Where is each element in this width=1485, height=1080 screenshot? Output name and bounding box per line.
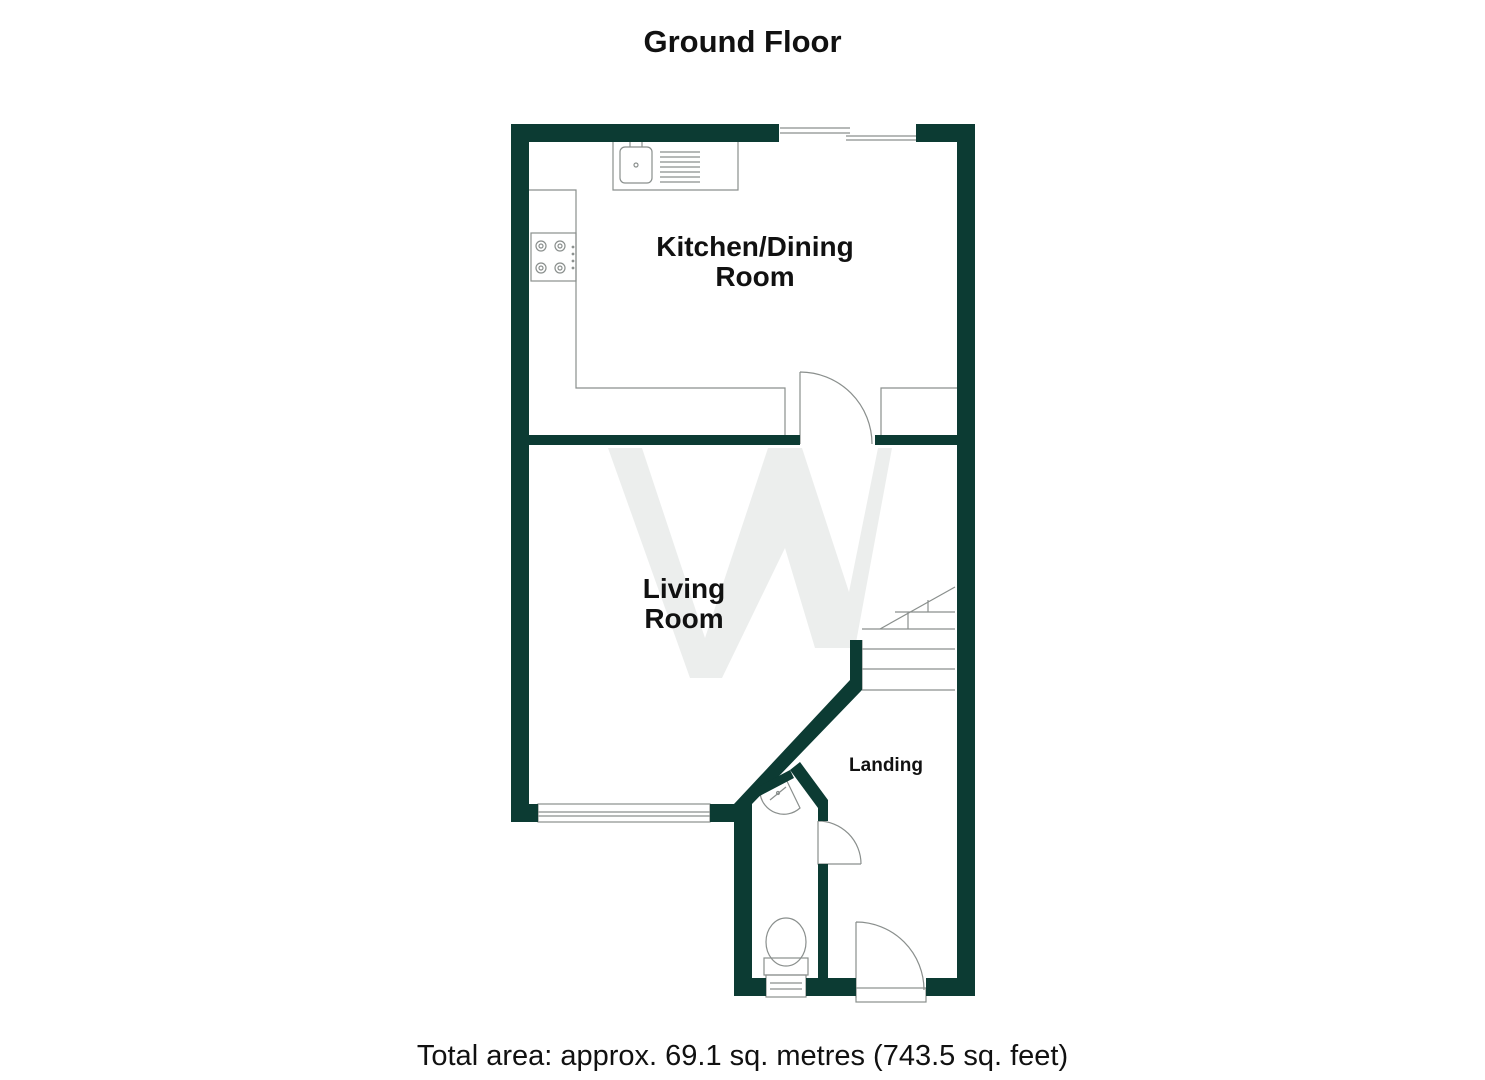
walls <box>511 124 975 996</box>
wc-divider-wall <box>818 864 828 978</box>
hob-rings <box>535 240 575 274</box>
watermark-w-icon <box>608 448 892 678</box>
diagonal-wall-inner <box>790 762 828 808</box>
total-area: Total area: approx. 69.1 sq. metres (743… <box>416 1040 1069 1072</box>
landing-label: Landing <box>849 755 923 776</box>
bottom-wall-wc <box>734 978 766 996</box>
kitchen-label-line2: Room <box>715 261 794 292</box>
kitchen-counter <box>529 189 786 436</box>
living-label-line1: Living <box>643 573 725 604</box>
stair-newel <box>850 640 862 690</box>
toilet-icon <box>763 917 809 998</box>
living-bottom-wall-left <box>511 804 538 822</box>
kitchen-label-line1: Kitchen/Dining <box>656 231 854 262</box>
sink-icon <box>619 142 700 184</box>
stairs-icon <box>861 586 956 691</box>
front-window <box>537 803 711 823</box>
partition-right <box>875 435 957 445</box>
fixtures <box>529 127 957 1003</box>
kitchen-door-swing <box>799 371 873 445</box>
kitchen-unit <box>880 387 957 436</box>
diagonal-wall-step <box>818 800 828 821</box>
basin-icon <box>759 774 801 815</box>
hob-icon <box>530 232 577 282</box>
wc-left-wall <box>734 804 752 996</box>
diagonal-wall-outer <box>734 680 862 804</box>
bottom-wall-right <box>926 978 975 996</box>
left-wall <box>511 124 529 822</box>
page-title: Ground Floor <box>643 24 842 59</box>
partition-left <box>529 435 800 445</box>
top-wall-left <box>511 124 779 142</box>
front-door-swing <box>855 921 925 998</box>
wc-door-swing <box>817 820 862 865</box>
living-label-line2: Room <box>644 603 723 634</box>
bottom-wall-mid <box>806 978 856 996</box>
right-wall <box>957 124 975 996</box>
